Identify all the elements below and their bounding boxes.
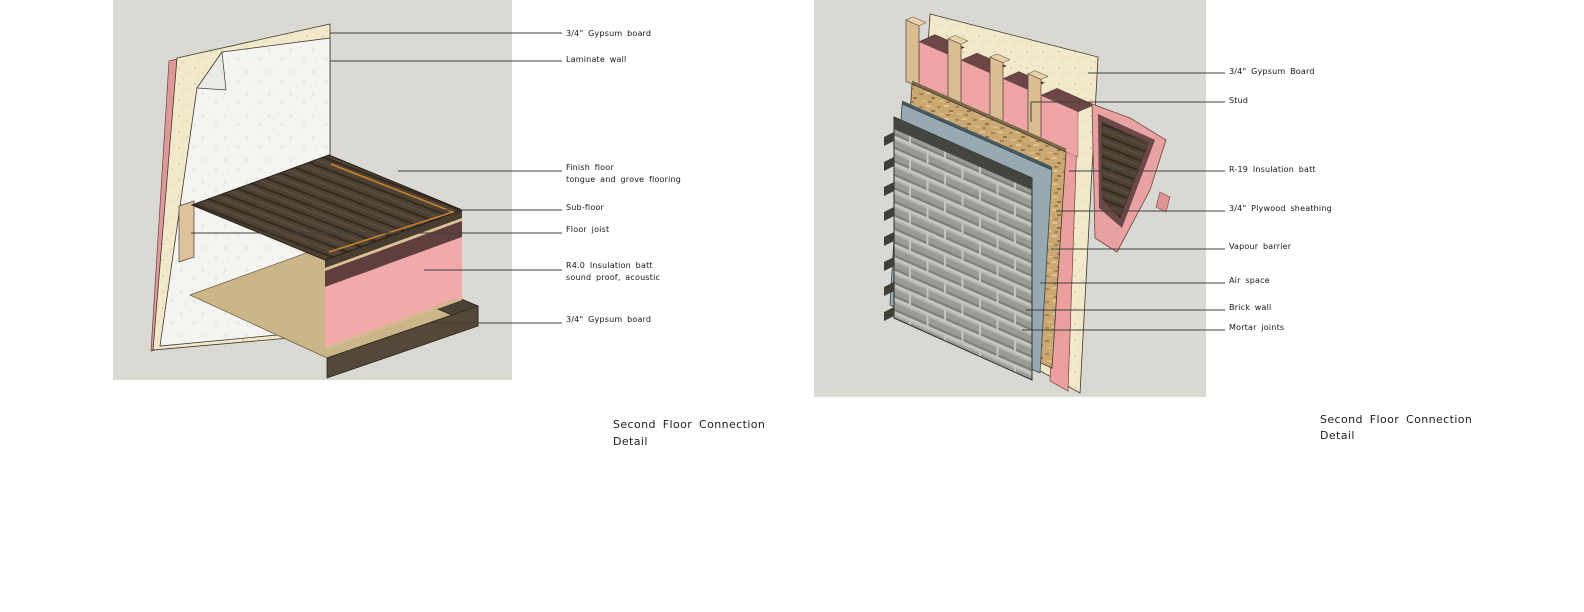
label-air-space: Air space [1229, 276, 1270, 285]
joist-end-block [178, 200, 195, 263]
label-plywood: 3/4" Plywood sheathing [1229, 204, 1332, 213]
right-detail-title-2: Detail [1320, 429, 1355, 442]
label-stud: Stud [1229, 96, 1249, 105]
label-vapour-barrier: Vapour barrier [1229, 242, 1292, 251]
leader-stud [1030, 101, 1225, 122]
studs [905, 16, 1049, 142]
brick-top-course [894, 117, 1032, 190]
brick-left-steps [884, 132, 894, 321]
label-insulation-2: sound proof, acoustic [566, 273, 661, 282]
floor-assembly-front-face [325, 210, 462, 350]
label-gypsum-board: 3/4" Gypsum Board [1229, 67, 1315, 76]
label-finish-floor: Finish floor [566, 163, 614, 172]
label-mortar-joints: Mortar joints [1229, 323, 1285, 332]
brick-wall [884, 116, 1033, 381]
label-floor-joist: Floor joist [566, 225, 610, 234]
label-r19-insulation: R-19 Insulation batt [1229, 165, 1316, 174]
label-gypsum-top: 3/4" Gypsum board [566, 29, 652, 38]
insulation-layer-front [325, 237, 462, 347]
left-detail-title: Second Floor Connection [613, 418, 766, 431]
label-gypsum-bottom: 3/4" Gypsum board [566, 315, 652, 324]
label-finish-floor-2: tongue and grove flooring [566, 175, 682, 184]
label-insulation: R4.0 Insulation batt [566, 261, 653, 270]
right-detail-figure [814, 0, 1206, 397]
folded-corner-flap [196, 51, 227, 91]
left-detail-figure [113, 0, 512, 380]
leader-lines [191, 32, 1225, 331]
label-laminate-wall: Laminate wall [566, 55, 627, 64]
wedge-floor-top [1101, 121, 1149, 219]
left-detail-title-2: Detail [613, 435, 648, 448]
label-subfloor: Sub-floor [566, 203, 605, 212]
tongue-groove-border [328, 163, 456, 253]
right-detail-title: Second Floor Connection [1320, 413, 1473, 426]
label-brick-wall: Brick wall [1229, 303, 1272, 312]
